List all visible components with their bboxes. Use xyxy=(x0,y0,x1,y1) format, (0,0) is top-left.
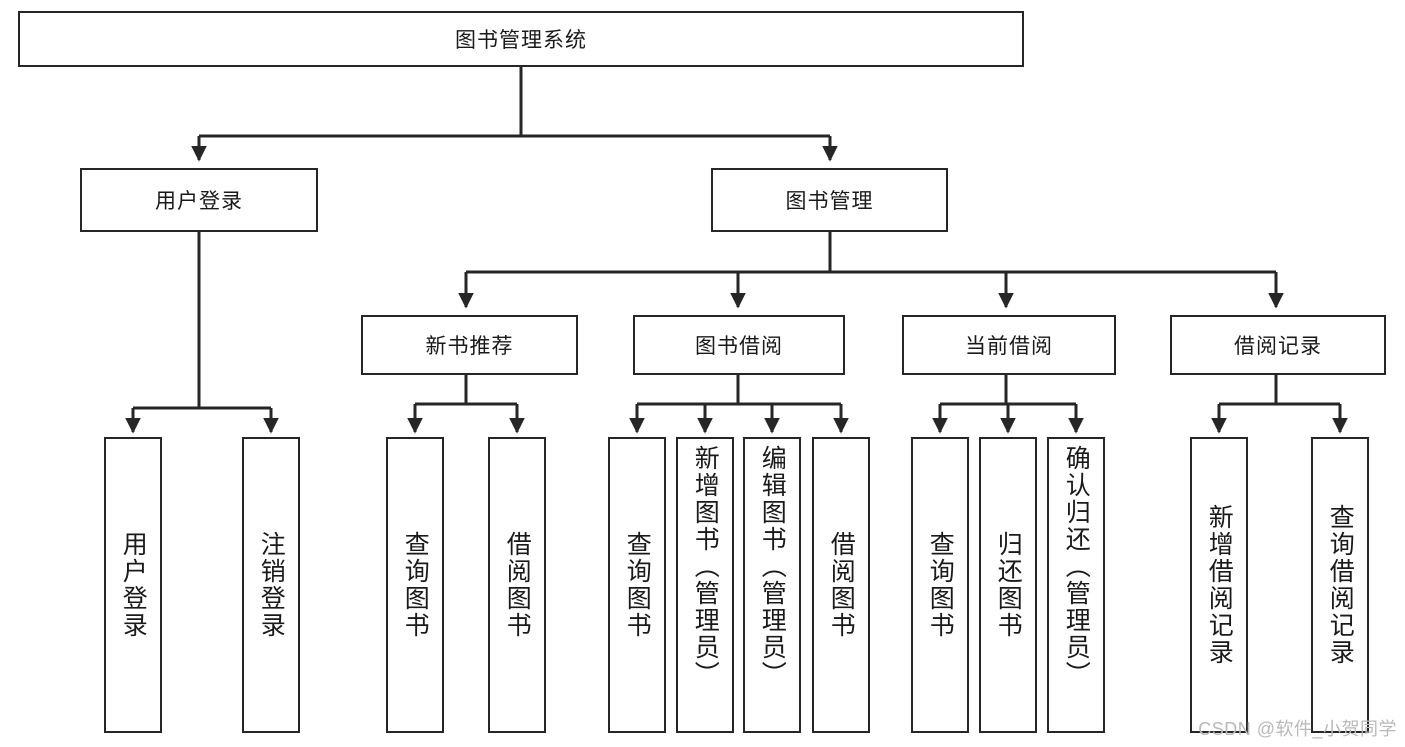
leaf-borrow-add-book[interactable]: 新增图书（管理员） xyxy=(676,437,734,733)
leaf-current-query-book[interactable]: 查询图书 xyxy=(911,437,969,733)
watermark: CSDN @软件_小贺同学 xyxy=(1198,719,1397,739)
leaf-borrow-add-book-label: 新增图书（管理员） xyxy=(691,445,720,688)
node-user-login[interactable]: 用户登录 xyxy=(80,168,318,232)
node-root[interactable]: 图书管理系统 xyxy=(18,11,1024,67)
leaf-record-query-record[interactable]: 查询借阅记录 xyxy=(1311,437,1369,733)
leaf-newbook-borrow-book-label: 借阅图书 xyxy=(503,531,532,639)
leaf-logout[interactable]: 注销登录 xyxy=(242,437,300,733)
leaf-borrow-query-book-label: 查询图书 xyxy=(623,531,652,639)
leaf-borrow-borrow-book-label: 借阅图书 xyxy=(827,531,856,639)
node-user-login-label: 用户登录 xyxy=(155,190,243,213)
leaf-current-query-book-label: 查询图书 xyxy=(926,531,955,639)
leaf-logout-label: 注销登录 xyxy=(257,531,286,639)
leaf-borrow-edit-book[interactable]: 编辑图书（管理员） xyxy=(743,437,801,733)
leaf-borrow-query-book[interactable]: 查询图书 xyxy=(608,437,666,733)
leaf-newbook-query-book-label: 查询图书 xyxy=(401,531,430,639)
leaf-newbook-borrow-book[interactable]: 借阅图书 xyxy=(488,437,546,733)
node-root-label: 图书管理系统 xyxy=(455,29,587,52)
node-new-book-recommend-label: 新书推荐 xyxy=(425,335,514,358)
leaf-record-query-record-label: 查询借阅记录 xyxy=(1326,504,1355,666)
node-book-management-label: 图书管理 xyxy=(785,190,874,213)
node-book-borrow[interactable]: 图书借阅 xyxy=(633,315,845,375)
node-book-borrow-label: 图书借阅 xyxy=(695,335,783,358)
leaf-current-confirm-return-label: 确认归还（管理员） xyxy=(1062,445,1091,688)
leaf-current-return-book-label: 归还图书 xyxy=(994,531,1023,639)
leaf-user-login-label: 用户登录 xyxy=(119,531,148,639)
leaf-borrow-borrow-book[interactable]: 借阅图书 xyxy=(812,437,870,733)
leaf-current-confirm-return[interactable]: 确认归还（管理员） xyxy=(1047,437,1105,733)
leaf-user-login[interactable]: 用户登录 xyxy=(104,437,162,733)
leaf-borrow-edit-book-label: 编辑图书（管理员） xyxy=(758,445,787,688)
node-current-borrow[interactable]: 当前借阅 xyxy=(902,315,1116,375)
node-borrow-record[interactable]: 借阅记录 xyxy=(1170,315,1386,375)
node-current-borrow-label: 当前借阅 xyxy=(965,335,1053,358)
leaf-record-add-record[interactable]: 新增借阅记录 xyxy=(1190,437,1248,733)
node-book-management[interactable]: 图书管理 xyxy=(711,168,948,232)
leaf-newbook-query-book[interactable]: 查询图书 xyxy=(386,437,444,733)
leaf-current-return-book[interactable]: 归还图书 xyxy=(979,437,1037,733)
node-new-book-recommend[interactable]: 新书推荐 xyxy=(361,315,578,375)
leaf-record-add-record-label: 新增借阅记录 xyxy=(1205,504,1234,666)
node-borrow-record-label: 借阅记录 xyxy=(1234,335,1322,358)
